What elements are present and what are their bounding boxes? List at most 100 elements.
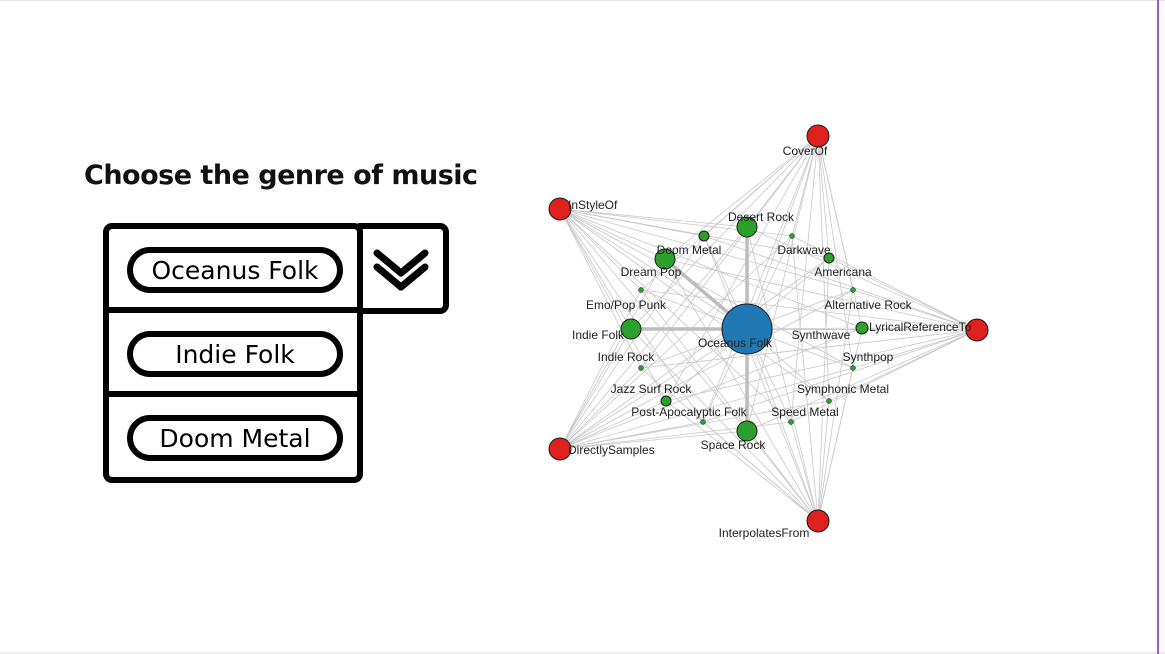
genre-label-speed-metal: Speed Metal [771, 405, 838, 419]
genre-label-indie-rock: Indie Rock [598, 350, 656, 364]
genre-node-post-apocalyptic-folk [700, 419, 706, 425]
nodes-layer [548, 124, 989, 533]
relation-label-directly-samples: DirectlySamples [568, 443, 655, 457]
network-edge [746, 328, 819, 522]
network-edge [559, 208, 863, 329]
genre-node-emo-pop-punk [638, 287, 644, 293]
genre-node-jazz-surf-rock [660, 395, 672, 407]
network-edge [559, 235, 793, 450]
network-edge [559, 367, 854, 450]
network-edge [559, 208, 704, 423]
relation-node-directly-samples [548, 437, 572, 461]
network-edge [559, 208, 666, 260]
network-edge [852, 289, 978, 331]
relation-node-cover-of [806, 124, 830, 148]
genre-option-label[interactable]: Oceanus Folk [127, 247, 343, 293]
dropdown-toggle-button[interactable] [358, 223, 449, 314]
genre-node-space-rock [736, 420, 758, 442]
center-label-oceanus-folk: Oceanus Folk [698, 336, 773, 350]
genre-node-darkwave [789, 233, 795, 239]
genre-prompt-heading: Choose the genre of music [84, 160, 478, 191]
frame-bottom-border [0, 652, 1165, 654]
relation-node-interpolates-from [806, 509, 830, 533]
network-edge [852, 329, 978, 369]
network-edge [746, 430, 819, 522]
network-edge [817, 135, 830, 402]
network-edge [817, 257, 830, 522]
relation-node-in-style-of [548, 197, 572, 221]
network-edge [559, 226, 748, 450]
genre-option-label[interactable]: Doom Metal [127, 415, 343, 461]
relation-label-cover-of: CoverOf [783, 144, 828, 158]
network-edge [817, 135, 863, 329]
network-edge [791, 235, 978, 331]
network-edge [559, 208, 642, 369]
frame-top-border [0, 0, 1165, 1]
network-edge [746, 135, 819, 432]
genre-label-post-apocalyptic-folk: Post-Apocalyptic Folk [631, 405, 747, 419]
genre-label-doom-metal: Doom Metal [657, 243, 722, 257]
network-edge [559, 208, 667, 402]
network-edge [630, 135, 819, 330]
network-edge [746, 226, 978, 331]
network-edge [559, 400, 830, 450]
frame-right-border [1157, 0, 1159, 654]
network-edge [559, 367, 642, 450]
genre-label-symphonic-metal: Symphonic Metal [797, 382, 889, 396]
network-edge [630, 328, 819, 522]
relation-label-lyrical-reference-to: LyricalReferenceTo [869, 320, 972, 334]
network-edge [817, 400, 830, 522]
genre-label-desert-rock: Desert Rock [728, 210, 795, 224]
network-edge [559, 208, 642, 291]
genre-option-list: Oceanus Folk Indie Folk Doom Metal [103, 223, 363, 483]
network-edge [559, 289, 642, 450]
network-edge [746, 135, 819, 330]
genre-label-synthpop: Synthpop [843, 350, 894, 364]
relation-label-in-style-of: InStyleOf [568, 198, 618, 212]
genre-node-synthpop [850, 365, 856, 371]
network-edge [665, 135, 819, 402]
relation-label-interpolates-from: InterpolatesFrom [719, 526, 810, 540]
network-edge [559, 208, 632, 330]
network-edge [791, 235, 819, 522]
genre-option-label[interactable]: Indie Folk [127, 331, 343, 377]
network-edge [640, 289, 978, 331]
genre-label-darkwave: Darkwave [777, 243, 831, 257]
genre-option[interactable]: Indie Folk [109, 313, 357, 397]
network-edge [559, 208, 748, 228]
network-edge [665, 400, 819, 522]
network-edge [559, 421, 704, 450]
genre-label-jazz-surf-rock: Jazz Surf Rock [611, 382, 693, 396]
network-edge [828, 257, 978, 331]
network-edge [559, 289, 854, 450]
double-chevron-down-icon [373, 249, 428, 290]
genre-node-dream-pop [654, 248, 676, 270]
network-edge [702, 421, 819, 522]
network-edge [559, 208, 854, 291]
network-edge [559, 208, 854, 369]
genre-option[interactable]: Oceanus Folk [109, 229, 357, 313]
network-edge [559, 257, 830, 450]
network-edge [790, 329, 978, 423]
network-edge [665, 329, 978, 402]
genre-label-synthwave: Synthwave [792, 328, 851, 342]
genre-label-indie-folk: Indie Folk [572, 328, 625, 342]
network-edge [559, 258, 666, 450]
genre-dropdown[interactable]: Oceanus Folk Indie Folk Doom Metal [103, 223, 449, 483]
network-edge [817, 367, 854, 522]
genre-node-indie-folk [620, 318, 642, 340]
network-edge [790, 421, 819, 522]
network-edge [664, 135, 819, 260]
network-edge [664, 258, 819, 522]
network-edge [746, 226, 819, 522]
network-edge [703, 235, 819, 522]
network-edge [559, 328, 632, 450]
genre-node-synthwave [855, 321, 869, 335]
genre-node-alternative-rock [850, 287, 856, 293]
center-node-oceanus-folk [721, 303, 773, 355]
network-edge [702, 135, 819, 423]
genre-label-alternative-rock: Alternative Rock [824, 298, 912, 312]
genre-node-doom-metal [698, 230, 710, 242]
genre-option[interactable]: Doom Metal [109, 397, 357, 477]
